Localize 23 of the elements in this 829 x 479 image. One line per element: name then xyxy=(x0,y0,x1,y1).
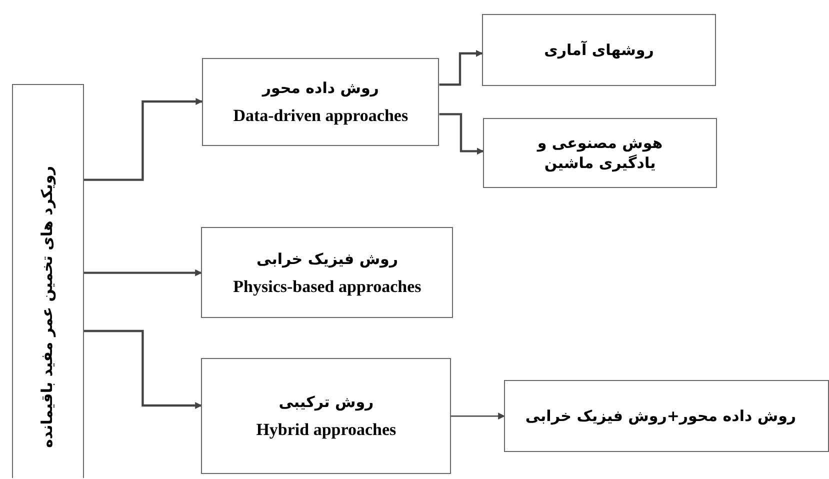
persian-label: روش ترکیبی xyxy=(278,392,374,412)
persian-label: هوش مصنوعی و یادگیری ماشین xyxy=(536,132,664,174)
english-label: Data-driven approaches xyxy=(233,106,408,126)
english-label: Hybrid approaches xyxy=(256,420,396,440)
arrow xyxy=(84,330,202,409)
method-box xyxy=(201,358,451,474)
submethod-box xyxy=(483,118,717,188)
arrow xyxy=(451,412,506,420)
persian-label: روش فیزیک خرابی xyxy=(256,248,398,269)
arrow xyxy=(84,98,203,181)
category-box xyxy=(12,84,84,478)
persian-label: روش داده محور xyxy=(262,78,379,98)
persian-label: روشهای آماری xyxy=(544,40,654,60)
persian-label: رویکرد های تخمین عمر مفید باقیمانده xyxy=(37,166,58,448)
arrow xyxy=(439,50,483,86)
arrow xyxy=(84,269,202,276)
submethod-box xyxy=(504,380,829,452)
persian-label: روش داده محور+روش فیزیک خرابی xyxy=(525,406,796,426)
arrow xyxy=(439,113,484,155)
english-label: Physics-based approaches xyxy=(233,276,422,297)
submethod-box xyxy=(482,14,716,86)
method-box xyxy=(201,227,454,318)
method-box xyxy=(202,58,440,146)
